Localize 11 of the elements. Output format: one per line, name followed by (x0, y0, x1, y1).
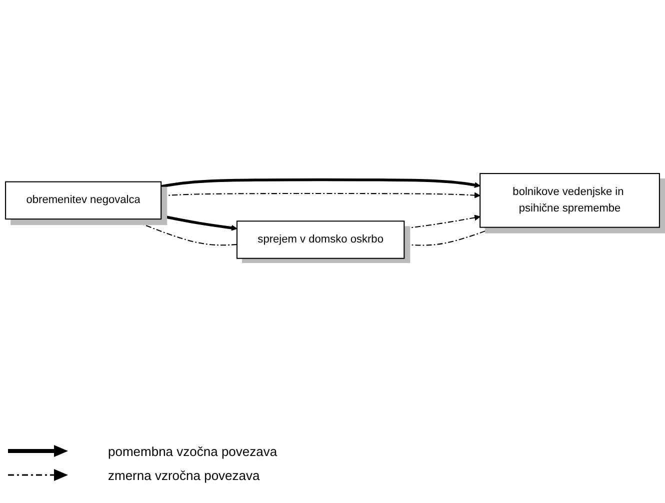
arrow (161, 192, 480, 198)
node-box: bolnikove vedenjske in psihične spremembe (480, 172, 660, 228)
arrow (130, 218, 238, 246)
arrow (404, 214, 480, 229)
legend-text: pomembna vzočna povezava (108, 444, 278, 458)
arrow (404, 226, 496, 248)
legend-text: zmerna vzročna povezava (108, 468, 260, 482)
node-box: obremenitev negovalca (5, 180, 162, 220)
arrow (160, 178, 480, 188)
arrow (160, 214, 238, 230)
node-box: sprejem v domsko oskrbo (236, 220, 405, 258)
